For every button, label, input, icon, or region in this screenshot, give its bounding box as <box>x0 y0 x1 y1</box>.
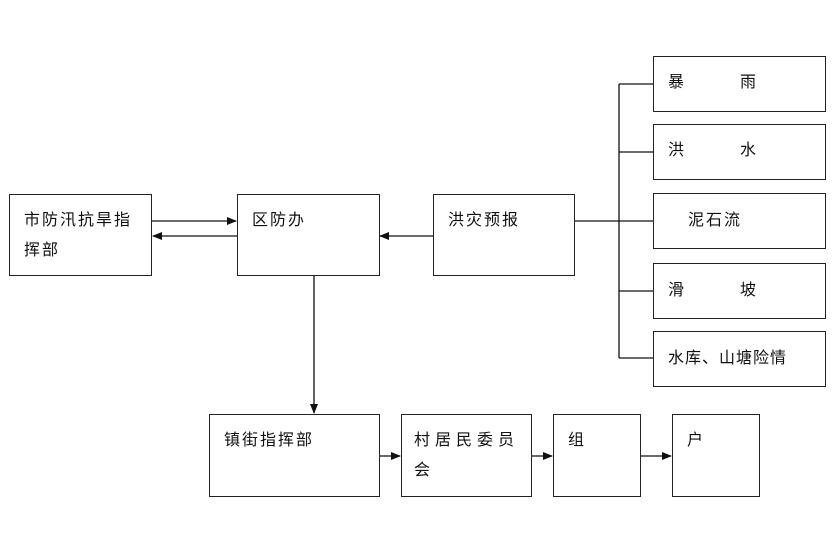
node-landslide-box: 滑 坡 <box>653 263 826 319</box>
node-household-label: 户 <box>687 430 706 449</box>
node-flood-forecast-box: 洪灾预报 <box>433 194 575 276</box>
node-district-office-box: 区防办 <box>237 194 380 276</box>
node-landslide-label: 滑 坡 <box>668 280 759 299</box>
node-rainstorm-box: 暴 雨 <box>653 56 826 112</box>
node-village-committee-box: 村居民委员 会 <box>401 414 532 497</box>
node-debris-flow-box: 泥石流 <box>653 193 826 249</box>
node-town-hq-box: 镇街指挥部 <box>209 414 380 497</box>
node-rainstorm-label: 暴 雨 <box>668 72 759 91</box>
node-debris-flow-label: 泥石流 <box>688 210 743 229</box>
node-city-hq-box: 市防汛抗旱指 挥部 <box>9 194 152 276</box>
node-group-box: 组 <box>553 414 641 497</box>
node-flood-label: 洪 水 <box>668 140 759 159</box>
node-reservoir-label: 水库、山塘险情 <box>668 348 788 367</box>
node-reservoir-box: 水库、山塘险情 <box>653 331 826 387</box>
node-city-hq-label: 市防汛抗旱指 挥部 <box>24 210 133 259</box>
node-household-box: 户 <box>672 414 760 497</box>
node-group-label: 组 <box>568 430 587 449</box>
node-flood-box: 洪 水 <box>653 124 826 180</box>
node-town-hq-label: 镇街指挥部 <box>224 430 315 449</box>
node-village-committee-label: 村居民委员 会 <box>414 430 520 479</box>
node-flood-forecast-label: 洪灾预报 <box>448 210 521 229</box>
node-district-office-label: 区防办 <box>252 210 307 229</box>
